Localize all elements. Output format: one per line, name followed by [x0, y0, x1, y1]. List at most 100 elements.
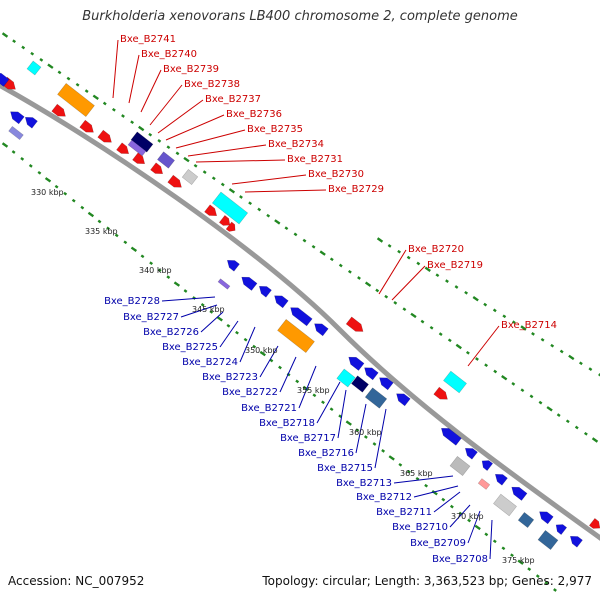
tick-dot [484, 532, 489, 537]
gene-label-forward: Bxe_B2729 [328, 184, 384, 195]
tick-dot [372, 442, 377, 446]
gene-label-reverse: Bxe_B2722 [222, 387, 278, 398]
tick-dot [274, 219, 281, 225]
gene-label-forward: Bxe_B2740 [141, 49, 197, 60]
leader-line [165, 114, 225, 141]
tick-dot [527, 567, 532, 571]
tick-dot [540, 337, 545, 342]
gene-label-reverse: Bxe_B2724 [182, 357, 238, 368]
tick-dot [435, 273, 440, 278]
label-leader-lines [112, 39, 500, 560]
tick-dot [111, 107, 116, 112]
tick-dot [578, 361, 583, 366]
gene-box [351, 375, 369, 393]
tick-dot [329, 257, 334, 262]
tick-dot [257, 207, 262, 212]
tick-dot [63, 191, 68, 196]
tick-dot [92, 94, 99, 101]
gene-arrow [481, 460, 494, 471]
tick-dot [568, 354, 575, 361]
tick-dot [166, 275, 171, 279]
tick-dot [550, 343, 555, 348]
gene-arrow [511, 486, 528, 501]
gene-label-reverse: Bxe_B2711 [376, 507, 432, 518]
gene-arrow [539, 511, 554, 525]
tick-dot [510, 553, 514, 558]
gene-label-forward: Bxe_B2741 [120, 34, 176, 45]
tick-dot [293, 232, 298, 237]
gene-arrow [218, 215, 231, 226]
gene-label-forward: Bxe_B2736 [226, 109, 282, 120]
tick-dot [102, 101, 107, 106]
tick-dot [493, 369, 498, 374]
map-title: Burkholderia xenovorans LB400 chromosome… [82, 9, 518, 24]
gene-box [443, 370, 467, 394]
gene-label-reverse: Bxe_B2713 [336, 478, 392, 489]
tick-dot [445, 279, 449, 283]
tick-dot [520, 325, 527, 331]
tick-dot [130, 120, 135, 125]
tick-dot [302, 385, 309, 392]
tick-dot [57, 70, 62, 75]
leader-line [157, 99, 204, 134]
tick-dot [211, 176, 216, 181]
tick-dot [252, 344, 257, 349]
gene-arrow [116, 142, 130, 154]
gene-arrow [167, 174, 182, 188]
tick-dot [475, 357, 479, 361]
tick-dot [402, 307, 407, 312]
gene-arrow [494, 474, 508, 486]
scale-label: 335 kbp [85, 227, 118, 236]
gene-arrow [396, 393, 411, 407]
gene-label-forward: Bxe_B2714 [501, 320, 557, 331]
tick-dot [278, 365, 282, 370]
gene-arrow [364, 367, 379, 381]
tick-dot [387, 244, 392, 248]
leader-line [433, 491, 461, 513]
gene-box [493, 493, 517, 517]
gene-label-reverse: Bxe_B2717 [280, 433, 336, 444]
gene-box [127, 139, 147, 157]
scale-label: 340 kbp [139, 266, 172, 275]
gene-arrow [588, 518, 600, 529]
tick-dot [420, 319, 425, 324]
scale-label: 345 kbp [192, 305, 225, 314]
gene-label-reverse: Bxe_B2716 [298, 448, 354, 459]
tick-dot [438, 332, 443, 336]
gene-label-forward: Bxe_B2719 [427, 260, 483, 271]
tick-dot [130, 246, 138, 253]
leader-line [259, 345, 279, 378]
tick-dot [37, 170, 42, 175]
tick-dot [492, 308, 497, 313]
leader-line [128, 54, 140, 104]
tick-dot [467, 518, 472, 523]
tick-dot [375, 288, 380, 293]
tick-dot [583, 431, 588, 436]
tick-dot [21, 45, 26, 50]
gene-labels: Bxe_B2741Bxe_B2740Bxe_B2739Bxe_B2738Bxe_… [104, 34, 557, 565]
tick-dot [338, 263, 343, 268]
gene-arrow [150, 162, 164, 174]
tick-dot [200, 303, 205, 307]
gene-features [0, 60, 600, 551]
tick-dot [381, 449, 386, 453]
gene-label-reverse: Bxe_B2725 [162, 342, 218, 353]
tick-dot [492, 539, 497, 544]
tick-dot [30, 51, 35, 56]
tick-dot [591, 437, 599, 443]
leader-line [279, 356, 297, 393]
tick-dot [12, 39, 17, 44]
leader-line [200, 311, 224, 333]
tick-dot [501, 374, 508, 381]
tick-dot [454, 285, 459, 289]
gene-arrow [226, 260, 240, 272]
tick-dot [455, 343, 462, 350]
gene-label-forward: Bxe_B2731 [287, 154, 343, 165]
tick-dot [175, 151, 180, 156]
tick-dot [574, 425, 579, 430]
tick-dot [39, 58, 44, 62]
gene-arrow [10, 111, 25, 125]
scale-label: 370 kbp [451, 512, 484, 521]
gene-box [26, 60, 42, 76]
